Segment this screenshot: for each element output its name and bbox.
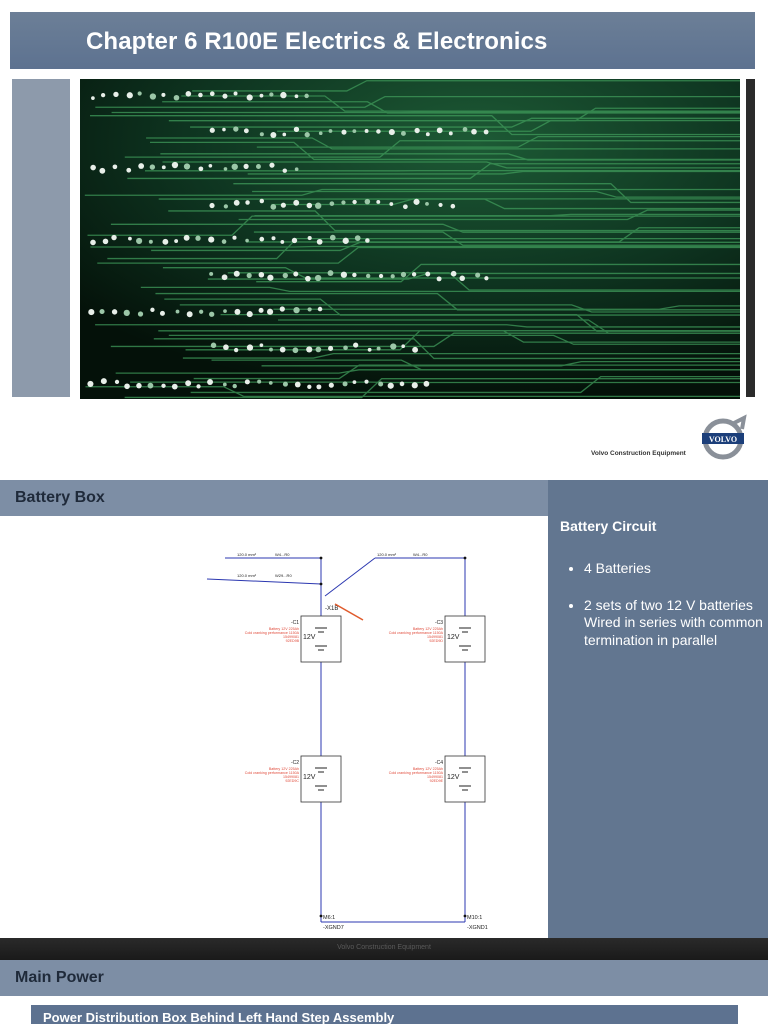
battery-voltage: 12V bbox=[303, 634, 316, 641]
main-power-slide: Main Power Power Distribution Box Behind… bbox=[0, 960, 768, 1025]
ground-label: M6:1 bbox=[323, 915, 335, 921]
battery-c3 bbox=[444, 615, 486, 663]
battery-desc: Battery 12V 225Ah bbox=[413, 627, 443, 631]
subtitle-text: Power Distribution Box Behind Left Hand … bbox=[43, 1010, 395, 1025]
logo-text: VOLVO bbox=[709, 435, 737, 444]
slide-title: Chapter 6 R100E Electrics & Electronics bbox=[86, 28, 548, 55]
wire-label: W29...R0 bbox=[275, 573, 292, 578]
brand-name: Volvo Construction Equipment bbox=[591, 450, 686, 457]
battery-c4 bbox=[444, 755, 486, 803]
battery-box-slide: Battery Box 120.0 mm² W4...R0 120.0 mm² … bbox=[0, 480, 768, 960]
battery-desc: Cold cranking performance 1150A bbox=[389, 771, 444, 775]
circuit-board-photo bbox=[80, 79, 740, 399]
battery-voltage: 12V bbox=[447, 774, 460, 781]
subtitle-bar: Power Distribution Box Behind Left Hand … bbox=[31, 1005, 738, 1025]
right-accent-stripe bbox=[746, 79, 755, 397]
wire-label: W4...R0 bbox=[413, 552, 428, 557]
battery-c2 bbox=[300, 755, 342, 803]
battery-code: 15499081 bbox=[427, 635, 443, 639]
wire-label: W4...R0 bbox=[275, 552, 290, 557]
battery-id: -C1 bbox=[291, 620, 299, 626]
battery-desc: Cold cranking performance 1150A bbox=[245, 631, 300, 635]
connector-marker bbox=[334, 603, 364, 621]
battery-code: 92ED9D bbox=[429, 639, 443, 643]
left-accent-stripe bbox=[12, 79, 70, 397]
wire-branch bbox=[206, 578, 322, 585]
ground-label: -XGND1 bbox=[467, 925, 488, 931]
battery-code: 92ED9C bbox=[285, 779, 299, 783]
title-bar: Chapter 6 R100E Electrics & Electronics bbox=[10, 12, 755, 69]
section-title: Battery Box bbox=[15, 489, 105, 506]
ground-label: -XGND7 bbox=[323, 925, 344, 931]
bullet-item: 2 sets of two 12 V batteries Wired in se… bbox=[584, 597, 764, 650]
battery-code: 15499081 bbox=[283, 635, 299, 639]
battery-desc: Battery 12V 225Ah bbox=[413, 767, 443, 771]
battery-circuit-panel: Battery Circuit 4 Batteries 2 sets of tw… bbox=[548, 480, 768, 938]
section-header: Battery Box bbox=[0, 480, 548, 516]
battery-voltage: 12V bbox=[447, 634, 460, 641]
battery-schematic: 120.0 mm² W4...R0 120.0 mm² W4...R0 120.… bbox=[206, 552, 488, 931]
ground-label: M10:1 bbox=[467, 915, 482, 921]
slide-footer: Volvo Construction Equipment bbox=[0, 938, 768, 960]
panel-title: Battery Circuit bbox=[560, 518, 657, 534]
battery-desc: Battery 12V 225Ah bbox=[269, 627, 299, 631]
wire-label: 120.0 mm² bbox=[237, 573, 257, 578]
battery-code: 92ED9E bbox=[430, 779, 444, 783]
connector-label: -X1B bbox=[325, 606, 338, 612]
battery-desc: Cold cranking performance 1150A bbox=[389, 631, 444, 635]
wire-label: 120.0 mm² bbox=[377, 552, 397, 557]
battery-code: 92ED9B bbox=[286, 639, 300, 643]
circuit-board-image bbox=[80, 79, 740, 399]
battery-code: 15499081 bbox=[427, 775, 443, 779]
section-title: Main Power bbox=[15, 969, 104, 986]
bullet-item: 4 Batteries bbox=[584, 560, 764, 578]
battery-id: -C3 bbox=[435, 620, 443, 626]
battery-voltage: 12V bbox=[303, 774, 316, 781]
wire-diagonal bbox=[324, 557, 376, 597]
battery-id: -C4 bbox=[435, 760, 443, 766]
battery-id: -C2 bbox=[291, 760, 299, 766]
footer-text: Volvo Construction Equipment bbox=[337, 944, 431, 951]
bullet-list: 4 Batteries 2 sets of two 12 V batteries… bbox=[568, 560, 764, 668]
battery-desc: Cold cranking performance 1150A bbox=[245, 771, 300, 775]
volvo-logo: VOLVO bbox=[702, 414, 747, 460]
section-header: Main Power bbox=[0, 960, 768, 996]
title-slide: Chapter 6 R100E Electrics & Electronics … bbox=[0, 0, 768, 480]
battery-desc: Battery 12V 225Ah bbox=[269, 767, 299, 771]
battery-c1 bbox=[300, 615, 342, 663]
wire-label: 120.0 mm² bbox=[237, 552, 257, 557]
battery-code: 15499081 bbox=[283, 775, 299, 779]
